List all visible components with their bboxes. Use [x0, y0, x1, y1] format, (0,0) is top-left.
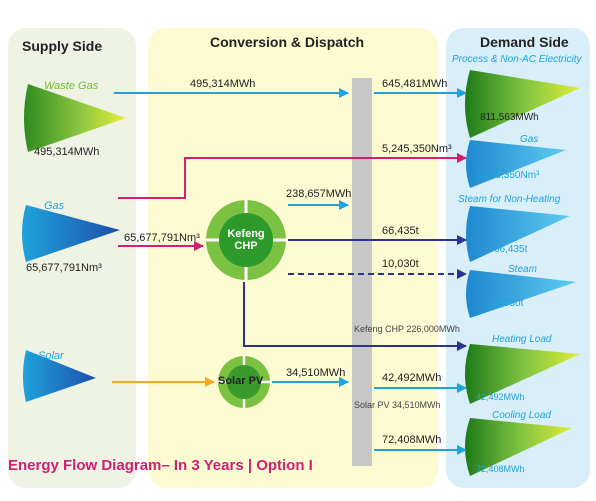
cooling-load-demand-icon	[465, 418, 572, 476]
conversion-dispatch-panel	[148, 28, 438, 488]
heating-load-flow-value: 42,492MWh	[382, 372, 442, 384]
steam-demand-value: 10,030t	[490, 298, 524, 309]
solar-pv-icon	[218, 356, 270, 408]
gas-demand-value: 5,245,350Nm³	[476, 170, 540, 181]
supply-side-title: Supply Side	[22, 38, 103, 54]
cooling-load-flow-value: 72,408MWh	[382, 434, 442, 446]
cooling-load-value: 72,408MWh	[476, 464, 525, 474]
chp-electricity-flow-value: 238,657MWh	[286, 188, 352, 200]
heating-load-value: 42,492MWh	[476, 392, 525, 402]
gas-demand-flow-value: 5,245,350Nm³	[382, 143, 452, 155]
gas-demand-label: Gas	[520, 134, 539, 145]
waste-gas-source-icon	[24, 84, 126, 152]
gas-to-gas-demand-arrow	[118, 153, 467, 199]
steam-demand-icon	[466, 270, 576, 318]
steam-nonheating-label: Steam for Non-Heating	[458, 194, 561, 205]
diagram-caption: Energy Flow Diagram– In 3 Years | Option…	[8, 457, 313, 474]
heating-load-label: Heating Load	[492, 334, 552, 345]
bus-note-solar: Solar PV 34,510MWh	[354, 400, 441, 410]
waste-gas-flow-value: 495,314MWh	[190, 78, 256, 90]
waste-gas-value: 495,314MWh	[34, 146, 100, 158]
gas-to-chp-flow-value: 65,677,791Nm³	[124, 232, 200, 244]
process-electricity-demand-icon	[465, 70, 580, 138]
gas-value: 65,677,791Nm³	[26, 262, 102, 274]
steam-nonheating-demand-icon	[466, 206, 570, 262]
process-electricity-label: Process & Non-AC Electricity	[452, 54, 582, 65]
steam-flow-value: 10,030t	[382, 258, 419, 270]
heating-load-demand-icon	[465, 344, 580, 404]
steam-nonheating-value: 66,435t	[494, 244, 528, 255]
gas-label: Gas	[44, 200, 65, 212]
gas-source-icon	[22, 205, 120, 262]
gas-demand-icon	[466, 140, 566, 188]
steam-demand-label: Steam	[508, 264, 537, 275]
solar-source-icon	[23, 350, 96, 402]
chp-to-heating-arrow	[243, 282, 467, 351]
steam-nonheating-flow-value: 66,435t	[382, 225, 419, 237]
kefeng-chp-label: Kefeng CHP	[227, 228, 265, 252]
process-electricity-value: 811,563MWh	[480, 112, 539, 123]
solar-label: Solar	[38, 350, 64, 362]
bus-note-chp: Kefeng CHP 226,000MWh	[354, 324, 460, 334]
solar-pv-label: Solar PV	[218, 375, 264, 387]
cooling-load-label: Cooling Load	[492, 410, 551, 421]
dispatch-busbar	[352, 78, 372, 466]
process-electricity-flow-value: 645,481MWh	[382, 78, 448, 90]
waste-gas-label: Waste Gas	[44, 80, 99, 92]
conversion-dispatch-title: Conversion & Dispatch	[210, 34, 365, 50]
demand-side-title: Demand Side	[480, 34, 569, 50]
kefeng-chp-icon	[206, 200, 286, 280]
solar-pv-flow-value: 34,510MWh	[286, 367, 346, 379]
